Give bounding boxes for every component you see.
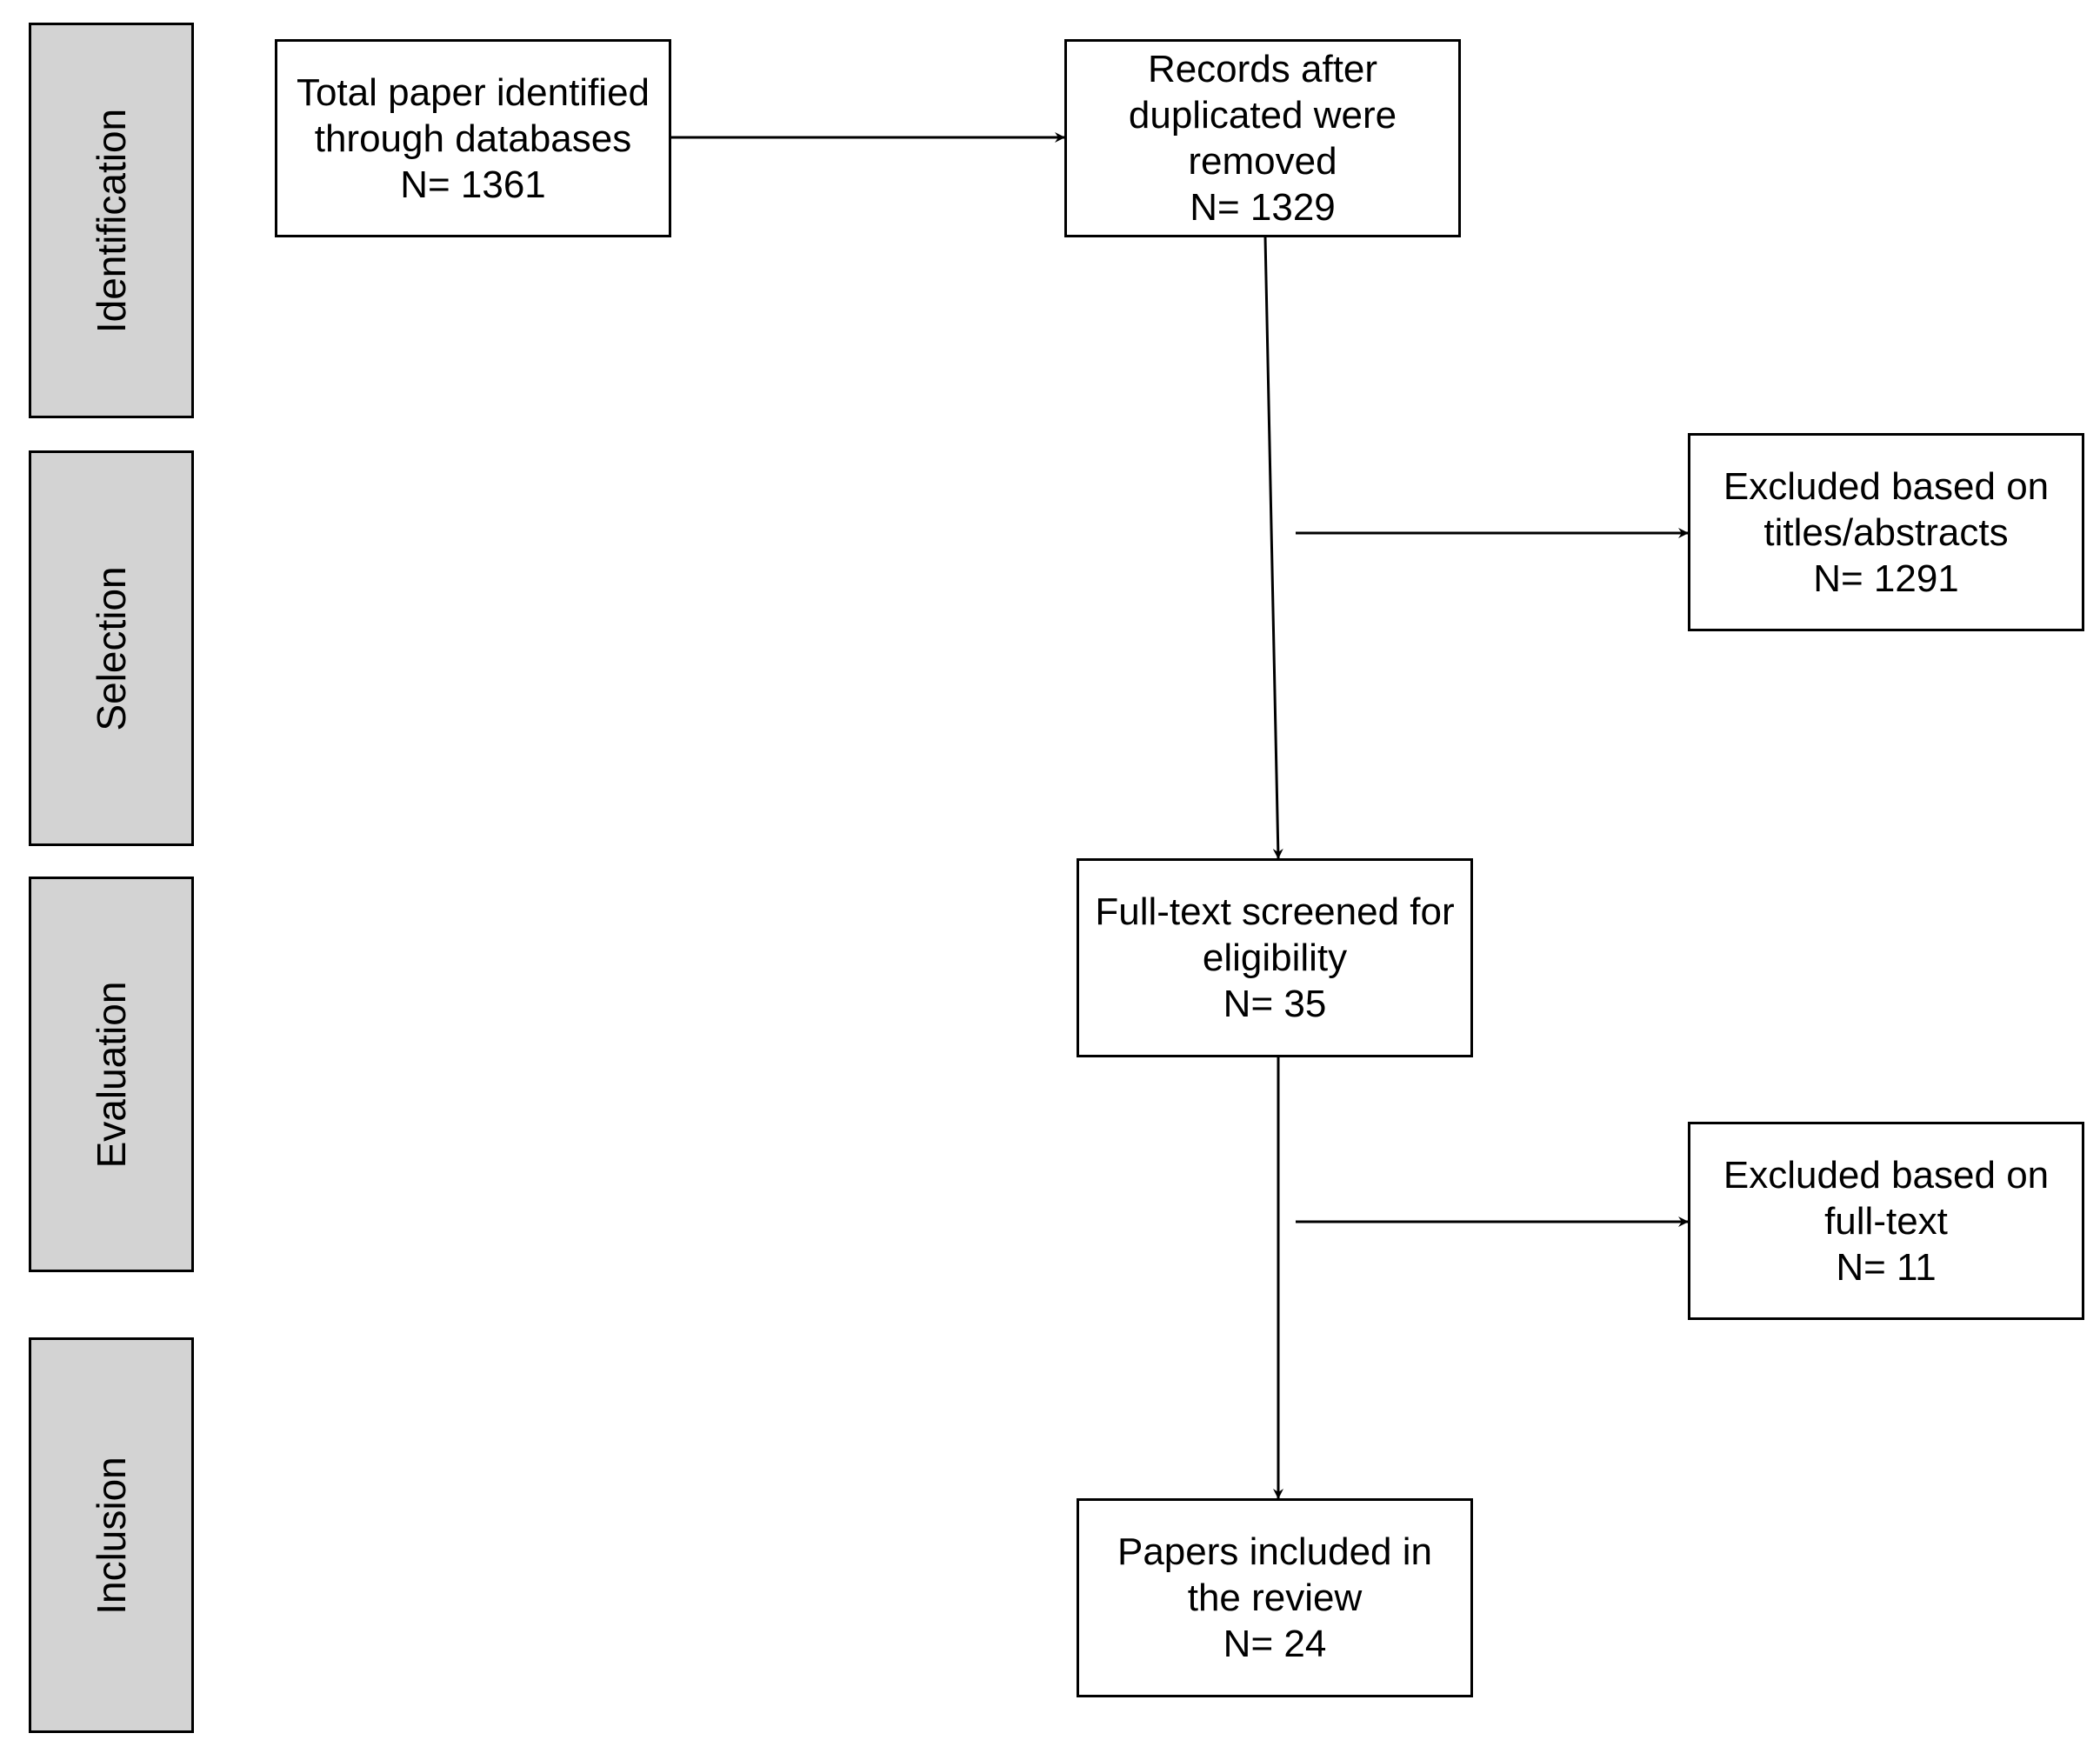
box-title: Full-text screened for eligibility: [1095, 890, 1455, 979]
phase-inclusion: Inclusion: [29, 1337, 194, 1733]
box-excluded-fulltext: Excluded based on full-text N= 11: [1688, 1122, 2084, 1320]
phase-selection: Selection: [29, 450, 194, 846]
box-count: N= 1291: [1813, 557, 1959, 600]
box-identified: Total paper identified through databases…: [275, 39, 671, 237]
box-count: N= 11: [1836, 1245, 1937, 1289]
box-deduplicated: Records after duplicated were removed N=…: [1064, 39, 1461, 237]
arrow-deduplicated-to-fulltext: [1263, 236, 1283, 859]
box-count: N= 1361: [400, 163, 546, 206]
box-included: Papers included in the review N= 24: [1077, 1498, 1473, 1697]
box-title: Papers included in the review: [1117, 1530, 1432, 1619]
box-fulltext-screened: Full-text screened for eligibility N= 35: [1077, 858, 1473, 1057]
box-count: N= 1329: [1190, 186, 1336, 229]
box-excluded-titles: Excluded based on titles/abstracts N= 12…: [1688, 433, 2084, 631]
phase-evaluation: Evaluation: [29, 877, 194, 1272]
box-title: Excluded based on titles/abstracts: [1723, 464, 2050, 554]
box-count: N= 35: [1223, 983, 1327, 1025]
box-title: Records after duplicated were removed: [1128, 48, 1397, 183]
phase-identification: Identification: [29, 23, 194, 418]
box-title: Excluded based on full-text: [1723, 1153, 2050, 1243]
box-title: Total paper identified through databases: [296, 70, 650, 160]
box-count: N= 24: [1223, 1623, 1327, 1665]
